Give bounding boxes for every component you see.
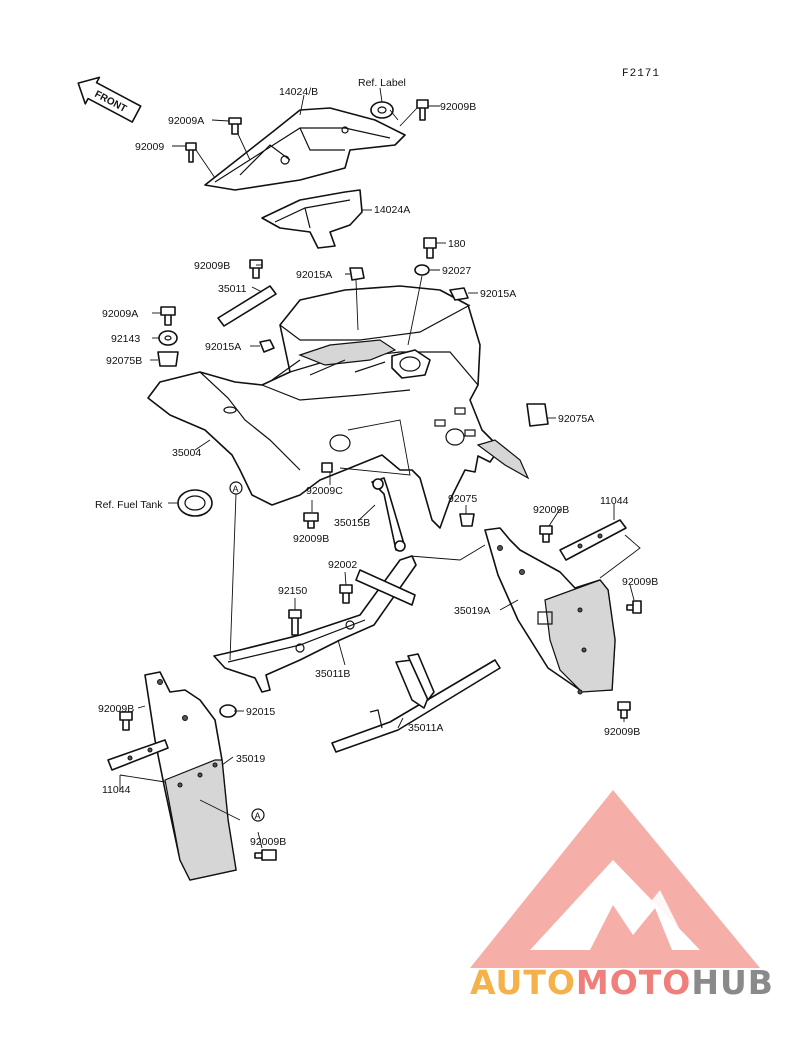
label-92009b-top: 92009B xyxy=(440,101,476,113)
label-92009b-bottom: 92009B xyxy=(250,836,286,848)
callout-a-lower-letter: A xyxy=(255,811,261,821)
watermark-triangle xyxy=(470,790,760,968)
ref-fuel-tank-text: Ref. Fuel Tank xyxy=(95,499,163,511)
label-92009a-top: 92009A xyxy=(168,115,204,127)
label-92015a-right: 92015A xyxy=(480,288,516,300)
label-92009b-lower-left: 92009B xyxy=(98,703,134,715)
label-35019: 35019 xyxy=(236,753,265,765)
rear-fender-35004 xyxy=(147,285,530,529)
label-11044-right: 11044 xyxy=(600,495,629,507)
bracket-35011a xyxy=(331,653,501,753)
label-35015b: 35015B xyxy=(334,517,370,529)
watermark-text: AUTOMOTOHUB xyxy=(470,963,774,1002)
bracket-35011b xyxy=(213,555,417,693)
label-92075b: 92075B xyxy=(106,355,142,367)
label-35011b: 35011B xyxy=(315,668,350,680)
watermark-auto: AUTO xyxy=(470,963,576,1002)
label-92015a-left: 92015A xyxy=(205,341,241,353)
watermark-logo xyxy=(470,790,760,968)
leader-lines xyxy=(119,87,641,849)
label-92009c: 92009C xyxy=(306,485,343,497)
bracket-14024a xyxy=(261,189,363,249)
label-92009b-center: 92009B xyxy=(293,533,329,545)
label-14024a: 14024A xyxy=(374,204,410,216)
watermark-moto: MOTO xyxy=(576,963,691,1002)
label-35004: 35004 xyxy=(172,447,201,459)
label-92015a-mid: 92015A xyxy=(296,269,332,281)
label-92009b-rr3: 92009B xyxy=(604,726,640,738)
mudflap-35019a xyxy=(484,519,627,695)
callout-a-lower: A xyxy=(251,808,265,822)
part-labels: Ref. Label 14024/B 92009B 92009A 92009 1… xyxy=(95,77,658,848)
front-arrow-icon: FRONT xyxy=(77,76,142,123)
cover-14024b xyxy=(204,107,406,191)
diagram-code: F2171 xyxy=(622,68,660,80)
mudflap-35019 xyxy=(107,671,237,881)
label-92009-top: 92009 xyxy=(135,141,164,153)
watermark-hub: HUB xyxy=(691,963,774,1002)
label-35011a: 35011A xyxy=(408,722,443,734)
label-14024b: 14024/B xyxy=(279,86,318,98)
label-11044-left: 11044 xyxy=(102,784,131,796)
label-35011: 35011 xyxy=(218,283,247,295)
label-92075: 92075 xyxy=(448,493,477,505)
label-35019a: 35019A xyxy=(454,605,490,617)
label-92150: 92150 xyxy=(278,585,307,597)
bolts xyxy=(119,99,642,861)
label-92143: 92143 xyxy=(111,333,140,345)
label-180: 180 xyxy=(448,238,466,250)
callout-a-upper: A xyxy=(229,481,243,495)
label-92009a-left: 92009A xyxy=(102,308,138,320)
label-92009b-rr2: 92009B xyxy=(622,576,658,588)
label-92015: 92015 xyxy=(246,706,275,718)
label-92075a: 92075A xyxy=(558,413,594,425)
callout-a-upper-letter: A xyxy=(233,484,239,494)
label-92027: 92027 xyxy=(442,265,471,277)
label-92009b-rr1: 92009B xyxy=(533,504,569,516)
fuel-tank-grommet xyxy=(177,489,213,517)
ref-label-text: Ref. Label xyxy=(358,77,406,89)
label-92002: 92002 xyxy=(328,559,357,571)
label-92009b-left: 92009B xyxy=(194,260,230,272)
ref-label-washer xyxy=(370,101,394,119)
